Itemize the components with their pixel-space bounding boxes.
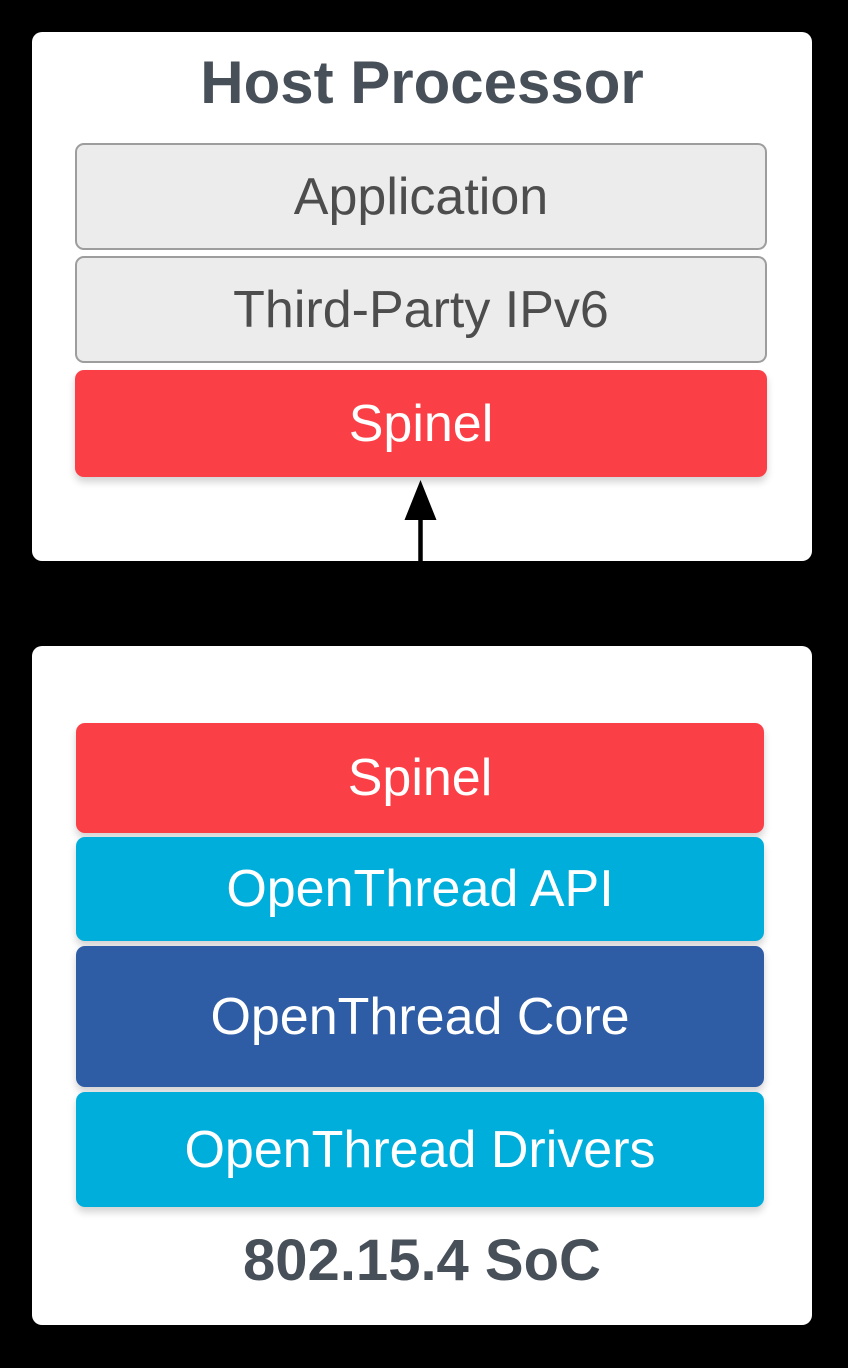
layer-openthread-api: OpenThread API xyxy=(76,837,764,941)
soc-card-title: 802.15.4 SoC xyxy=(243,1228,601,1293)
layer-openthread-api-label: OpenThread API xyxy=(226,860,614,918)
layer-spinel-soc-label: Spinel xyxy=(347,749,493,807)
host-processor-title: Host Processor xyxy=(200,49,644,116)
layer-spinel-host-label: Spinel xyxy=(348,394,494,453)
layer-spinel-host: Spinel xyxy=(75,370,767,477)
layer-third-party-ipv6: Third-Party IPv6 xyxy=(75,256,767,363)
soc-card: Spinel OpenThread API OpenThread Core Op… xyxy=(32,646,812,1325)
layer-openthread-core: OpenThread Core xyxy=(76,946,764,1087)
host-processor-card: Host Processor Application Third-Party I… xyxy=(32,32,812,561)
layer-application: Application xyxy=(75,143,767,250)
layer-spinel-soc: Spinel xyxy=(76,723,764,833)
layer-third-party-ipv6-label: Third-Party IPv6 xyxy=(233,280,609,339)
layer-openthread-core-label: OpenThread Core xyxy=(210,987,630,1046)
layer-application-label: Application xyxy=(293,167,549,226)
layer-openthread-drivers-label: OpenThread Drivers xyxy=(184,1120,656,1179)
layer-openthread-drivers: OpenThread Drivers xyxy=(76,1092,764,1207)
